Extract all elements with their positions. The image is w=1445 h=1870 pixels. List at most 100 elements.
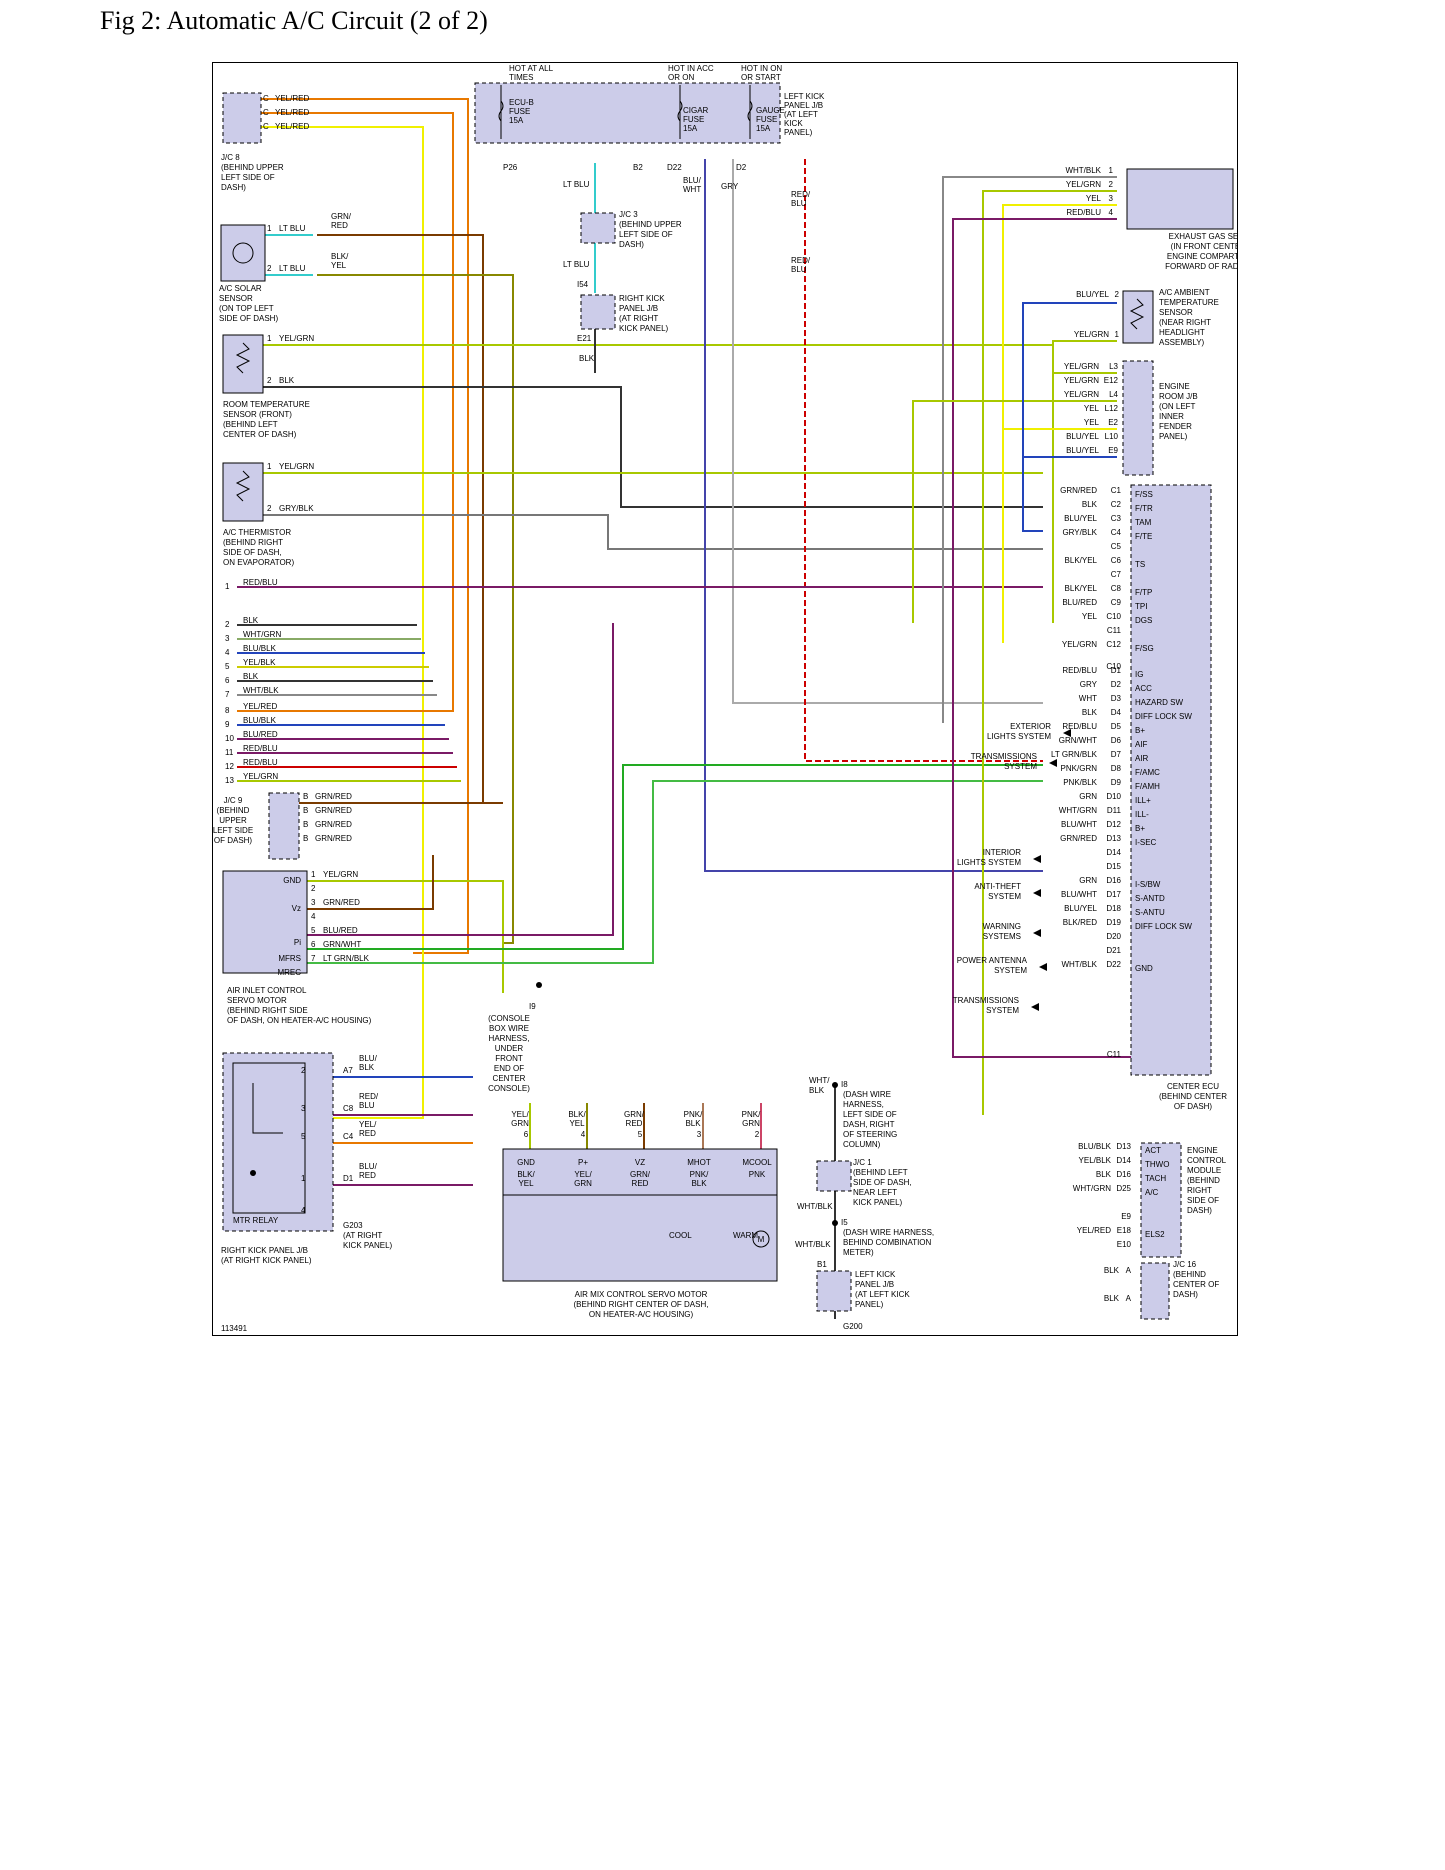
jc8-label: J/C 8	[221, 153, 240, 162]
relay-connector: A7	[343, 1066, 353, 1075]
therm-label: A/C THERMISTOR	[223, 528, 291, 537]
left-wire-number: 6	[225, 676, 230, 685]
ecu-terminal: F/AMC	[1135, 768, 1160, 777]
ecu-wire-label: BLU/YEL	[1064, 904, 1097, 913]
photodiode-icon	[232, 242, 254, 264]
ecu-wire-label: GRN/RED	[1060, 834, 1097, 843]
inlet-label: (BEHIND RIGHT SIDE	[227, 1006, 308, 1015]
airmix-terminal: P+	[578, 1158, 588, 1167]
relay-wire-label: RED	[359, 1171, 376, 1180]
ecu-terminal: B+	[1135, 726, 1145, 735]
ecu-terminal: B+	[1135, 824, 1145, 833]
air-mix-servo-motor	[502, 1148, 778, 1282]
i8-wht: WHT/	[809, 1076, 830, 1085]
airmix-pin: 2	[755, 1130, 760, 1139]
room-label: CENTER OF DASH)	[223, 430, 297, 439]
console-i9-label: BOX WIRE	[489, 1024, 529, 1033]
ecm-label: MODULE	[1187, 1166, 1221, 1175]
therm-pin1: 1	[267, 462, 272, 471]
ecu-terminal: F/AMH	[1135, 782, 1160, 791]
jc8-connector	[222, 92, 262, 144]
ecm-pin: D16	[1116, 1170, 1131, 1179]
ecu-terminal: AIR	[1135, 754, 1149, 763]
i8-blk: BLK	[809, 1086, 825, 1095]
ecm-terminal: ACT	[1145, 1146, 1161, 1155]
jc3-ltblu-2: LT BLU	[563, 260, 590, 269]
relay-wire-label: RED	[359, 1129, 376, 1138]
exhaust-pin: 1	[1109, 166, 1114, 175]
jc1-label: KICK PANEL)	[853, 1198, 903, 1207]
relay-wire-label: BLU	[359, 1101, 375, 1110]
connector-i9: I9	[529, 1002, 536, 1011]
jc3-label: LEFT SIDE OF	[619, 230, 673, 239]
jc1-wire-label: WHT/BLK	[797, 1202, 833, 1211]
engine-jb-pin: E12	[1104, 376, 1119, 385]
system-label-trans1: SYSTEM	[1004, 762, 1037, 771]
engine-jb-label: INNER	[1159, 412, 1184, 421]
engine-jb-label: ROOM J/B	[1159, 392, 1198, 401]
hot-in-on-label: HOT IN ON	[741, 64, 782, 73]
ecm-label: (BEHIND	[1187, 1176, 1220, 1185]
ecu-pin: D9	[1111, 778, 1122, 787]
left-wire-label: BLU/RED	[243, 730, 278, 739]
left-wire-number: 10	[225, 734, 234, 743]
airmix-wire-label: BLK/	[568, 1110, 586, 1119]
jc8-wire-label: YEL/RED	[275, 122, 309, 131]
left-wire-number: 13	[225, 776, 234, 785]
engine-jb-pin: L4	[1109, 390, 1118, 399]
left-wire-label: BLK	[243, 672, 259, 681]
hot-at-all-times-label: TIMES	[509, 73, 533, 82]
ecu-wire-label: YEL/GRN	[1062, 640, 1097, 649]
air-inlet-servo-motor	[222, 870, 308, 974]
left-kick-jb-label: (AT LEFT	[784, 110, 818, 119]
jc9-wire-label: GRN/RED	[315, 806, 352, 815]
connector-d22: D22	[667, 163, 682, 172]
solar-wire1: LT BLU	[279, 224, 306, 233]
solar-out1: RED	[331, 221, 348, 230]
connector-d2: D2	[736, 163, 747, 172]
relay-wire-label: BLU/	[359, 1054, 378, 1063]
wire-redblu-exhaust	[952, 218, 1143, 1058]
ecu-pin: D10	[1106, 792, 1121, 801]
jc9-wire-label: GRN/RED	[315, 792, 352, 801]
airmix-label: ON HEATER-A/C HOUSING)	[589, 1310, 694, 1319]
airmix-inner-label: BLK/	[517, 1170, 535, 1179]
engine-jb-wire: YEL/GRN	[1064, 390, 1099, 399]
airmix-wire-label: YEL/	[511, 1110, 529, 1119]
jc9-connector	[268, 792, 300, 860]
left-wire-label: RED/BLU	[243, 744, 278, 753]
left-kick-jb-label: LEFT KICK	[784, 92, 825, 101]
system-arrow-icon	[1033, 855, 1041, 863]
airmix-pin: 5	[638, 1130, 643, 1139]
lkp-b1-label: LEFT KICK	[855, 1270, 896, 1279]
airmix-wire-label: GRN	[511, 1119, 529, 1128]
ecu-wire-label: YEL	[1082, 612, 1098, 621]
right-kick-jb-label: KICK PANEL)	[619, 324, 669, 333]
left-wire-label: YEL/RED	[243, 702, 277, 711]
dash-i8-label: LEFT SIDE OF	[843, 1110, 897, 1119]
left-wire-number: 7	[225, 690, 230, 699]
engine-jb-wire: YEL/GRN	[1064, 376, 1099, 385]
exhaust-wire-label: RED/BLU	[1066, 208, 1101, 217]
fuse-icon	[498, 100, 504, 122]
ambient-wire-label: BLU/YEL	[1076, 290, 1109, 299]
ecu-wire-label: BLK/YEL	[1065, 556, 1098, 565]
ecu-pin: D16	[1106, 876, 1121, 885]
jc1-connector	[816, 1160, 852, 1192]
relay-wire-label: BLU/	[359, 1162, 378, 1171]
airmix-inner-label: BLK	[691, 1179, 707, 1188]
ecu-terminal: S-ANTD	[1135, 894, 1165, 903]
ecm-label: DASH)	[1187, 1206, 1212, 1215]
ecu-pin: C11	[1107, 626, 1122, 635]
therm-label: SIDE OF DASH,	[223, 548, 282, 557]
jc16-pin: A	[1126, 1294, 1132, 1303]
cigar-fuse-label: FUSE	[683, 115, 704, 124]
console-i9-label: UNDER	[495, 1044, 524, 1053]
airmix-inner-label: GRN/	[630, 1170, 651, 1179]
ecu-terminal: F/SS	[1135, 490, 1153, 499]
system-label-trans2: SYSTEM	[986, 1006, 1019, 1015]
ecu-wire-label: WHT	[1079, 694, 1097, 703]
jc8-pin: C	[263, 122, 269, 131]
ecu-pin: C2	[1111, 500, 1122, 509]
exhaust-pin: 2	[1109, 180, 1114, 189]
